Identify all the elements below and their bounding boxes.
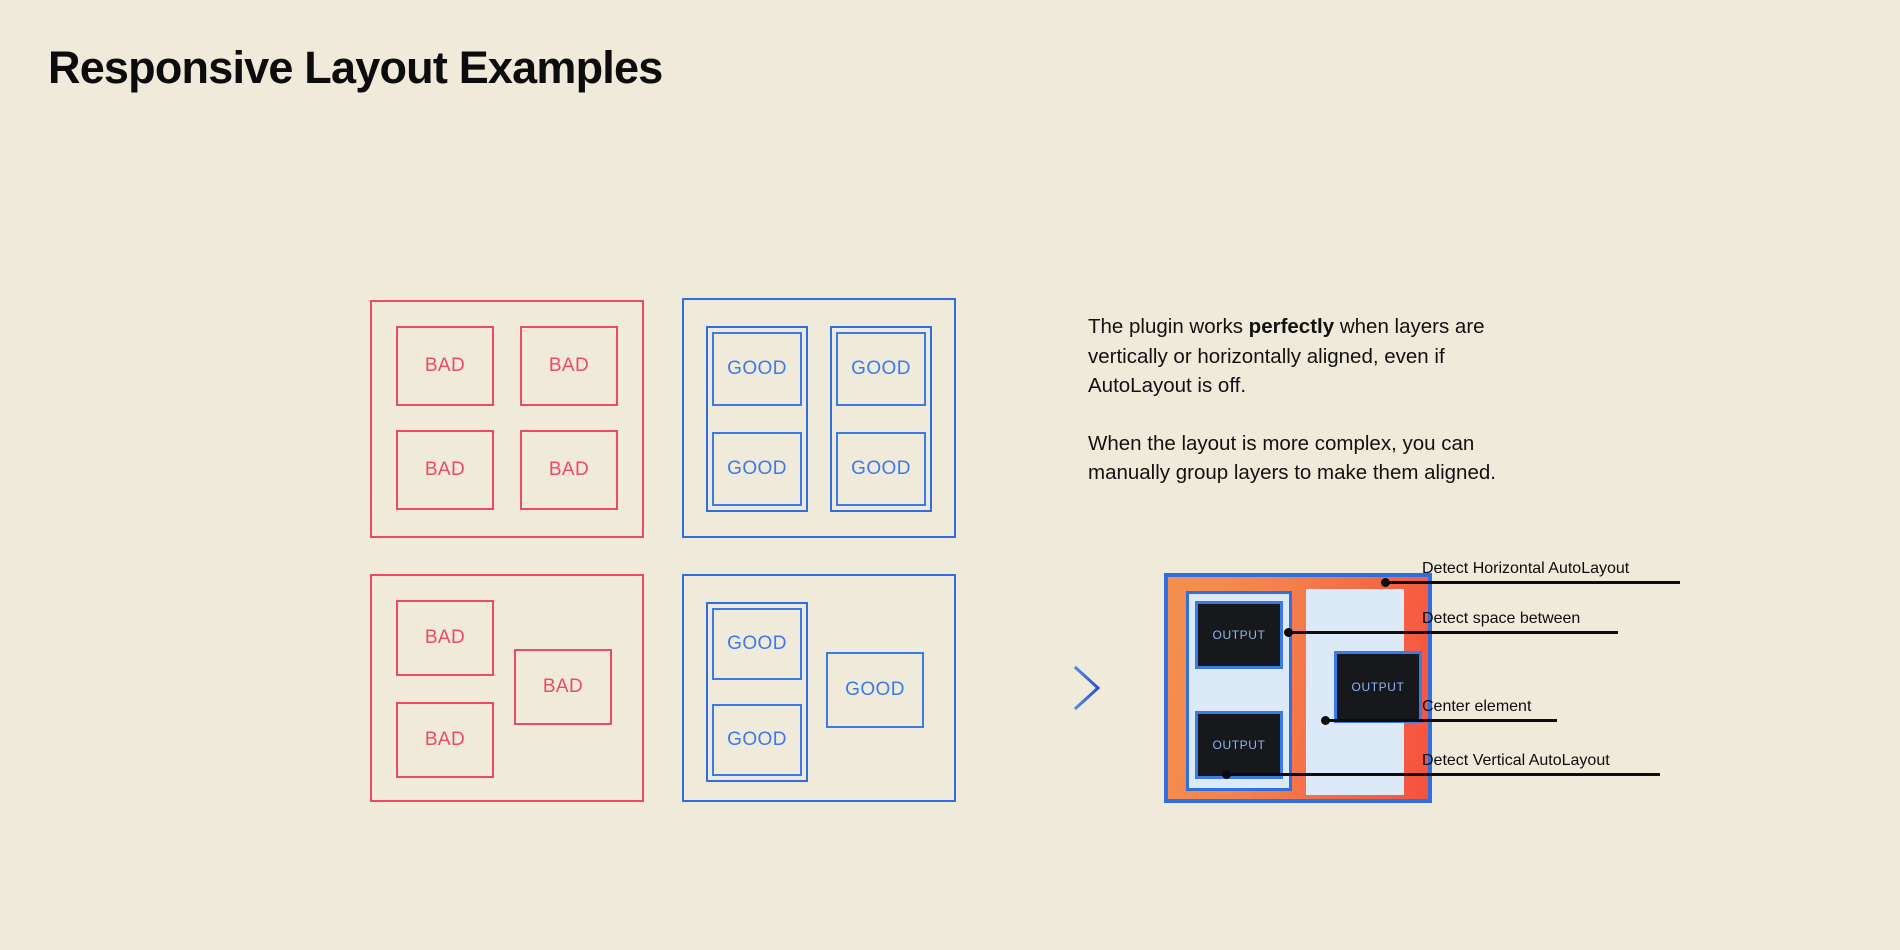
annotation-underline: [1422, 773, 1660, 776]
demo-right-panel: OUTPUT: [1306, 589, 1422, 795]
annotation-label: Detect Horizontal AutoLayout: [1422, 560, 1630, 577]
good-cell: GOOD: [836, 432, 926, 506]
explanation-copy: The plugin works perfectly when layers a…: [1088, 312, 1518, 488]
good-group-column: GOOD GOOD: [830, 326, 932, 512]
example-good-complex: GOOD GOOD GOOD: [682, 574, 956, 802]
annotation-anchor-dot: [1381, 578, 1390, 587]
explanation-paragraph-1: The plugin works perfectly when layers a…: [1088, 312, 1518, 401]
cell-label: BAD: [542, 676, 584, 697]
good-cell: GOOD: [836, 332, 926, 406]
bad-cell: BAD: [396, 702, 494, 778]
cell-label: GOOD: [727, 458, 787, 479]
annotation-detect-space-between: Detect space between: [1284, 602, 1692, 637]
annotation-center-element: Center element: [1321, 690, 1692, 725]
cell-label: GOOD: [727, 729, 787, 750]
annotation-label: Center element: [1422, 698, 1532, 715]
good-cell: GOOD: [826, 652, 924, 728]
cell-label: BAD: [548, 459, 590, 480]
cell-label: GOOD: [727, 633, 787, 654]
cell-label: GOOD: [851, 458, 911, 479]
annotation-anchor-dot: [1321, 716, 1330, 725]
annotation-anchor-dot: [1284, 628, 1293, 637]
cell-label: BAD: [424, 355, 466, 376]
output-box: OUTPUT: [1195, 601, 1283, 669]
example-bad-grid: BAD BAD BAD BAD: [370, 300, 644, 538]
annotation-leader-line: [1226, 773, 1426, 776]
output-label: OUTPUT: [1212, 628, 1266, 642]
annotation-label: Detect Vertical AutoLayout: [1422, 752, 1610, 769]
good-cell: GOOD: [712, 608, 802, 680]
example-bad-complex: BAD BAD BAD: [370, 574, 644, 802]
annotation-anchor-dot: [1222, 770, 1231, 779]
bad-cell: BAD: [520, 430, 618, 510]
output-box: OUTPUT: [1195, 711, 1283, 779]
explanation-paragraph-2: When the layout is more complex, you can…: [1088, 431, 1496, 485]
output-label: OUTPUT: [1212, 738, 1266, 752]
annotation-underline: [1422, 631, 1618, 634]
output-box: OUTPUT: [1334, 651, 1422, 723]
demo-left-panel: OUTPUT OUTPUT: [1186, 591, 1292, 791]
bad-cell: BAD: [514, 649, 612, 725]
cell-label: BAD: [424, 627, 466, 648]
output-label: OUTPUT: [1351, 680, 1405, 694]
bad-cell: BAD: [396, 326, 494, 406]
cell-label: GOOD: [845, 679, 905, 700]
annotated-layout-demo: OUTPUT OUTPUT OUTPUT: [1164, 573, 1432, 803]
annotation-leader-line: [1288, 631, 1426, 634]
bad-cell: BAD: [396, 600, 494, 676]
good-cell: GOOD: [712, 704, 802, 776]
paragraph-1-after: when layers are vertically or horizontal…: [1088, 315, 1485, 397]
cell-label: GOOD: [727, 358, 787, 379]
page-title: Responsive Layout Examples: [48, 42, 663, 93]
annotation-underline: [1422, 581, 1680, 584]
bad-cell: BAD: [520, 326, 618, 406]
example-good-grid: GOOD GOOD GOOD GOOD: [682, 298, 956, 538]
good-group-column: GOOD GOOD: [706, 602, 808, 782]
paragraph-1-emphasis: perfectly: [1248, 315, 1335, 338]
dashed-arrow-right-icon: [1010, 660, 1106, 716]
cell-label: BAD: [548, 355, 590, 376]
good-cell: GOOD: [712, 332, 802, 406]
annotation-leader-line: [1325, 719, 1425, 722]
annotation-underline: [1422, 719, 1557, 722]
cell-label: BAD: [424, 459, 466, 480]
annotation-leader-line: [1385, 581, 1425, 584]
annotation-label: Detect space between: [1422, 610, 1581, 627]
good-cell: GOOD: [712, 432, 802, 506]
cell-label: GOOD: [851, 358, 911, 379]
paragraph-1-before: The plugin works: [1088, 315, 1249, 338]
cell-label: BAD: [424, 729, 466, 750]
bad-cell: BAD: [396, 430, 494, 510]
annotation-detect-horizontal-autolayout: Detect Horizontal AutoLayout: [1381, 552, 1692, 587]
good-group-column: GOOD GOOD: [706, 326, 808, 512]
annotation-detect-vertical-autolayout: Detect Vertical AutoLayout: [1222, 744, 1692, 779]
